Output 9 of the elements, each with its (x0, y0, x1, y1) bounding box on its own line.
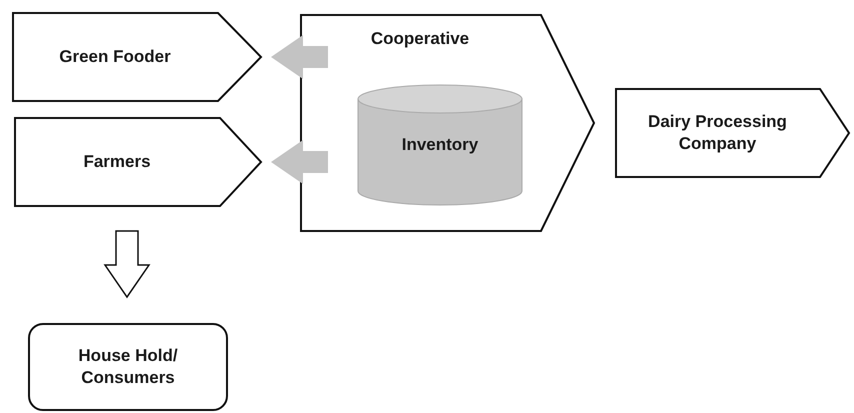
node-label: House Hold/ Consumers (77, 344, 179, 389)
node-label: Inventory (402, 134, 478, 156)
node-label: Dairy Processing Company (647, 110, 788, 155)
block-arrow (271, 35, 328, 79)
node-label: Green Fooder (59, 46, 171, 68)
block-arrow (271, 140, 328, 184)
node-label: Farmers (83, 150, 151, 173)
block-arrow (104, 230, 150, 298)
node-label: Cooperative (370, 28, 470, 50)
